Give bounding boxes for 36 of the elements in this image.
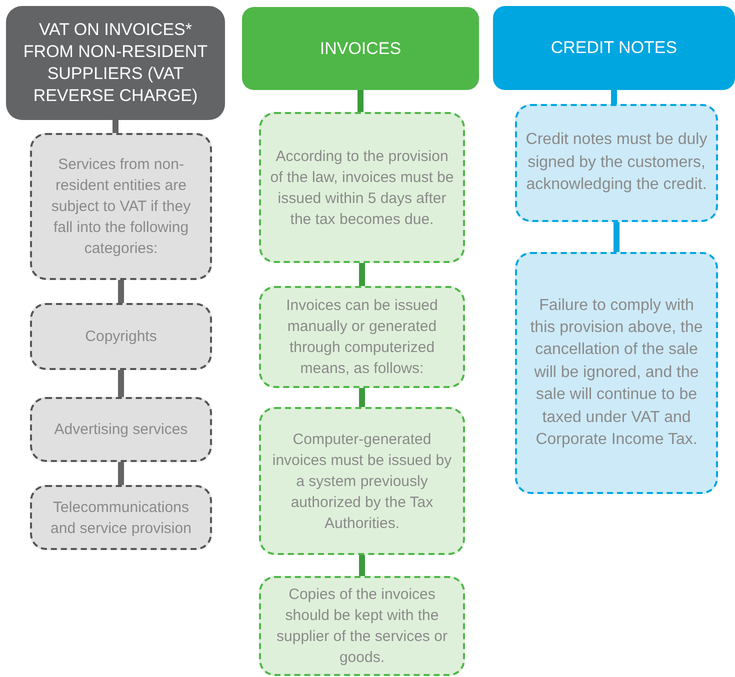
process-box xyxy=(259,576,465,676)
process-box xyxy=(30,485,212,550)
box-text: According to the provision of the law, invoices must be issued within 5 days after the tax becomes due. xyxy=(269,146,455,230)
connector-line xyxy=(359,263,365,286)
box-text: VAT ON INVOICES* FROM NON-RESIDENT SUPPLIERS (VAT REVERSE CHARGE) xyxy=(22,18,209,108)
connector-line xyxy=(118,280,124,303)
box-text: INVOICES xyxy=(320,38,402,60)
process-box xyxy=(30,303,212,370)
box-text: Advertising services xyxy=(54,420,188,440)
box-text: Copyrights xyxy=(85,327,157,347)
box-text: Copies of the invoices should be kept with the supplier of the services or goods. xyxy=(276,585,448,668)
connector-line xyxy=(359,388,365,407)
connector-line xyxy=(118,370,124,397)
connector-line xyxy=(118,462,124,485)
process-box xyxy=(515,252,718,494)
header-box xyxy=(493,6,735,90)
header-box xyxy=(6,6,225,120)
process-box xyxy=(259,112,465,263)
box-text: Credit notes must be duly signed by the customers, acknowledging the credit. xyxy=(525,130,708,196)
process-box xyxy=(259,407,465,555)
connector-line xyxy=(359,555,365,576)
box-text: CREDIT NOTES xyxy=(550,37,678,60)
box-text: Failure to comply with this provision above, the cancellation of the sale will be ignored, and the sale will continue to be taxed under VAT and Corporate Income Tax. xyxy=(529,296,704,450)
process-box xyxy=(259,286,465,388)
box-text: Computer-generated invoices must be issued by a system previously authorized by the Tax Authorities. xyxy=(271,430,453,534)
connector-line xyxy=(611,90,617,104)
header-box xyxy=(242,7,479,90)
process-box xyxy=(30,397,212,462)
process-box xyxy=(515,104,718,222)
connector-line xyxy=(358,90,364,112)
connector-line xyxy=(614,222,620,252)
box-text: Services from non-resident entities are subject to VAT if they fall into the following categories: xyxy=(50,155,192,259)
box-text: Telecommunications and service provision xyxy=(50,498,192,538)
box-text: Invoices can be issued manually or generated through computerized means, as follows: xyxy=(285,296,439,379)
process-box xyxy=(30,133,212,280)
connector-line xyxy=(112,120,118,133)
